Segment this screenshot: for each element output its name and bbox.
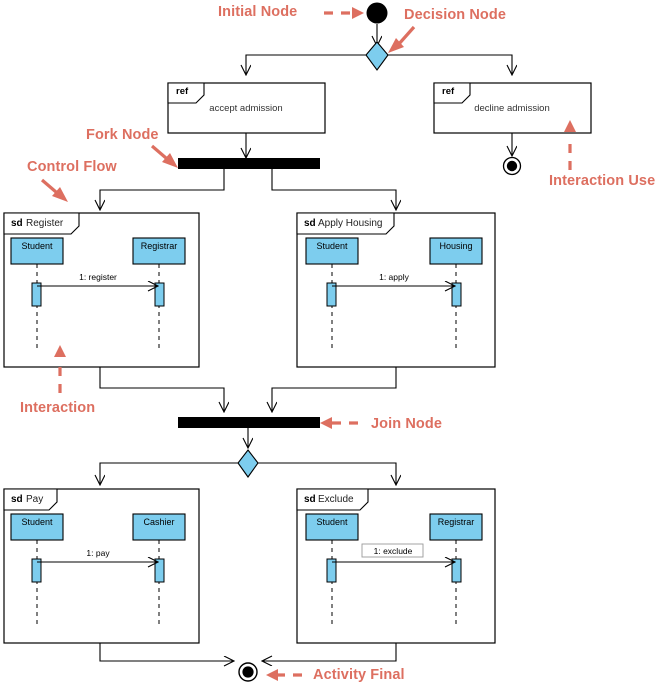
sd-name-apply-housing: Apply Housing bbox=[318, 218, 382, 229]
interaction-use-decline-admission[interactable]: ref decline admission bbox=[433, 82, 592, 134]
message-label-exclude: 1: exclude bbox=[374, 546, 413, 556]
annotation-decision-node: Decision Node bbox=[404, 7, 507, 23]
message-label-register: 1: register bbox=[79, 272, 117, 282]
activity-final-node-decline[interactable] bbox=[502, 156, 522, 176]
annotation-connector-interaction bbox=[54, 345, 66, 393]
annotation-activity-final: Activity Final bbox=[313, 667, 405, 683]
annotation-connector-control-flow bbox=[40, 178, 68, 202]
interaction-frame-exclude[interactable]: sd Exclude Student Registrar 1: exclude bbox=[296, 488, 496, 644]
sd-name-register: Register bbox=[26, 218, 64, 229]
sd-keyword-pay: sd bbox=[11, 494, 23, 505]
lifeline-head-student-pay: Student bbox=[21, 517, 53, 527]
fork-node[interactable] bbox=[178, 158, 320, 169]
activity-final-node-bottom[interactable] bbox=[238, 662, 258, 682]
initial-node[interactable] bbox=[366, 2, 388, 24]
lifeline-head-housing-apply: Housing bbox=[439, 241, 472, 251]
annotation-connector-join-node bbox=[320, 417, 358, 429]
annotation-interaction-use: Interaction Use bbox=[549, 173, 656, 189]
ref-keyword-decline: ref bbox=[442, 86, 455, 97]
ref-name-accept: accept admission bbox=[209, 103, 282, 114]
ref-keyword-accept: ref bbox=[176, 86, 189, 97]
flow-decision-to-accept bbox=[246, 54, 366, 74]
flow-decision-to-decline bbox=[388, 54, 512, 74]
annotation-interaction: Interaction bbox=[20, 400, 96, 416]
annotation-connector-fork-node bbox=[150, 144, 178, 168]
interaction-use-accept-admission[interactable]: ref accept admission bbox=[167, 82, 326, 134]
merge-node[interactable] bbox=[237, 449, 259, 478]
sd-keyword-exclude: sd bbox=[304, 494, 316, 505]
annotation-control-flow: Control Flow bbox=[27, 159, 117, 175]
annotation-fork-node: Fork Node bbox=[86, 127, 159, 143]
annotation-connector-decision-node bbox=[388, 25, 416, 53]
flow-exclude-to-final bbox=[263, 643, 397, 661]
lifeline-head-registrar-exclude: Registrar bbox=[438, 517, 475, 527]
ref-name-decline: decline admission bbox=[474, 103, 550, 114]
sd-keyword-apply-housing: sd bbox=[304, 218, 316, 229]
flow-fork-to-register bbox=[100, 169, 225, 209]
sd-keyword-register: sd bbox=[11, 218, 23, 229]
lifeline-head-cashier-pay: Cashier bbox=[143, 517, 174, 527]
annotation-initial-node: Initial Node bbox=[218, 4, 298, 20]
flow-register-to-join bbox=[99, 367, 224, 411]
interaction-frame-apply-housing[interactable]: sd Apply Housing Student Housing 1: appl… bbox=[296, 212, 496, 368]
annotation-connector-interaction-use bbox=[564, 120, 576, 170]
lifeline-head-student-register: Student bbox=[21, 241, 53, 251]
message-label-pay: 1: pay bbox=[86, 548, 110, 558]
sd-name-pay: Pay bbox=[26, 494, 43, 505]
flow-pay-to-final bbox=[99, 643, 233, 661]
message-label-apply: 1: apply bbox=[379, 272, 410, 282]
lifeline-head-student-apply: Student bbox=[316, 241, 348, 251]
flow-merge-to-pay bbox=[100, 462, 238, 484]
interaction-frame-register[interactable]: sd Register Student Registrar 1: registe… bbox=[3, 212, 200, 368]
decision-node[interactable] bbox=[365, 41, 389, 71]
flow-fork-to-apply-housing bbox=[271, 169, 396, 209]
annotation-connector-activity-final bbox=[266, 669, 302, 681]
lifeline-head-registrar-register: Registrar bbox=[141, 241, 178, 251]
flow-merge-to-exclude bbox=[258, 462, 396, 484]
interaction-frame-pay[interactable]: sd Pay Student Cashier 1: pay bbox=[3, 488, 200, 644]
annotation-connector-initial-node bbox=[324, 7, 364, 19]
flow-apply-housing-to-join bbox=[272, 367, 397, 411]
lifeline-head-student-exclude: Student bbox=[316, 517, 348, 527]
sd-name-exclude: Exclude bbox=[318, 494, 354, 505]
annotation-join-node: Join Node bbox=[371, 416, 442, 432]
join-node[interactable] bbox=[178, 417, 320, 428]
